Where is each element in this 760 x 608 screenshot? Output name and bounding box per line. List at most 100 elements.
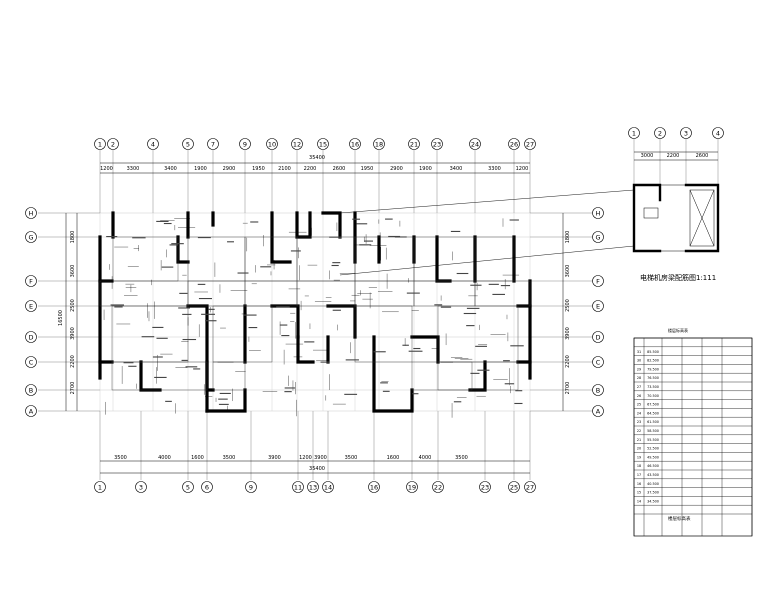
right-dim-label: 2700 <box>565 382 571 395</box>
rebar-label-mark <box>373 351 386 353</box>
table-floor-cell: 29 <box>637 367 641 371</box>
table-elevation-cell: 85.500 <box>647 350 659 354</box>
left-dim-label: 3900 <box>70 327 76 340</box>
room-outline <box>413 236 476 282</box>
top-dim-label: 3400 <box>164 166 177 172</box>
detail-axis-label: 3 <box>684 129 688 137</box>
room-outline <box>99 280 189 307</box>
bottom-axis-label: 16 <box>370 483 378 491</box>
rebar-label-mark <box>440 306 452 308</box>
top-axis-circle <box>291 138 303 150</box>
bottom-axis-circle <box>524 481 536 493</box>
top-axis-circle <box>147 138 159 150</box>
bottom-axis-circle <box>94 481 106 493</box>
top-axis-label: 16 <box>351 140 359 148</box>
bottom-axis-label: 11 <box>294 483 302 491</box>
top-axis-circle <box>431 138 443 150</box>
rebar-label-mark <box>197 283 206 285</box>
rebar-label-mark <box>182 338 197 341</box>
rebar-label-mark <box>466 307 480 309</box>
top-axis-circle <box>408 138 420 150</box>
detail-title: 电梯机房梁配筋图1:111 <box>640 273 716 282</box>
row-axis-left-circle <box>25 384 37 396</box>
rebar-label-mark <box>515 390 523 392</box>
rebar-label-mark <box>123 362 134 364</box>
table-floor-cell: 18 <box>637 464 641 468</box>
rebar-label-mark <box>128 365 137 367</box>
detail-shaft <box>689 189 715 247</box>
room-outline <box>187 280 246 307</box>
bottom-axis-label: 1 <box>98 483 102 491</box>
bottom-axis-circle <box>245 481 257 493</box>
top-dim-label: 3300 <box>127 166 140 172</box>
top-dim-label: 2900 <box>390 166 403 172</box>
rebar-label-mark <box>332 309 341 311</box>
bottom-axis-circle <box>508 481 520 493</box>
rebar-label-mark <box>110 304 124 306</box>
rebar-label-mark <box>219 392 231 394</box>
row-axis-right-label: G <box>595 233 600 241</box>
table-elevation-cell: 55.500 <box>647 438 659 442</box>
rebar-label-mark <box>434 304 443 306</box>
top-axis-circle <box>349 138 361 150</box>
row-axis-left-circle <box>25 275 37 287</box>
room-outline <box>187 236 246 282</box>
left-total-dim: 16500 <box>58 310 64 326</box>
left-dim-label: 2500 <box>70 299 76 312</box>
row-axis-right-circle <box>592 275 604 287</box>
bottom-axis-label: 23 <box>481 483 489 491</box>
detail-shaft-cross <box>689 189 715 247</box>
wall-segment <box>468 360 487 392</box>
rebar-label-mark <box>364 240 373 242</box>
row-axis-right-label: E <box>596 302 600 310</box>
wall-segment <box>295 211 312 239</box>
row-axis-left-label: G <box>28 233 33 241</box>
room-outline <box>437 361 519 391</box>
top-axis-label: 18 <box>375 140 383 148</box>
rebar-label-mark <box>450 230 461 233</box>
rebar-label-mark <box>514 402 523 405</box>
table-floor-cell: 17 <box>637 473 641 477</box>
bottom-axis-circle <box>292 481 304 493</box>
row-axis-left-label: B <box>29 386 33 394</box>
rebar-label-mark <box>169 244 178 246</box>
row-axis-right-circle <box>592 356 604 368</box>
rebar-label-mark <box>281 335 290 337</box>
overall-dim-top: 35400 <box>309 155 325 161</box>
table-floor-cell: 24 <box>637 411 641 415</box>
rebar-label-mark <box>178 307 191 309</box>
right-dim-label: 1800 <box>565 231 571 244</box>
row-axis-left-label: E <box>29 302 33 310</box>
rebar-label-mark <box>510 345 524 347</box>
rebar-label-mark <box>345 359 359 361</box>
table-elevation-cell: 61.500 <box>647 420 659 424</box>
rebar-label-mark <box>152 326 164 328</box>
room-outline <box>411 361 473 391</box>
rebar-label-mark <box>284 391 292 393</box>
bottom-axis-circle <box>479 481 491 493</box>
top-axis-label: 27 <box>526 140 534 148</box>
bottom-axis-circle <box>322 481 334 493</box>
rebar-label-mark <box>304 341 315 343</box>
wall-segment <box>326 304 357 339</box>
top-dim-label: 2900 <box>223 166 236 172</box>
top-dim-label: 1900 <box>419 166 432 172</box>
row-axis-left-circle <box>25 207 37 219</box>
rebar-label-mark <box>331 264 339 267</box>
top-dim-label: 2600 <box>333 166 346 172</box>
top-dim-label: 2200 <box>304 166 317 172</box>
room-outline <box>413 280 476 307</box>
top-axis-label: 5 <box>186 140 190 148</box>
table-elevation-cell: 49.500 <box>647 455 659 459</box>
bottom-dim-label: 3900 <box>314 455 327 461</box>
bottom-dim-label: 3900 <box>268 455 281 461</box>
bottom-axis-label: 6 <box>205 483 209 491</box>
row-axis-left-label: A <box>29 407 34 415</box>
detail-axis-label: 1 <box>632 129 636 137</box>
row-axis-right-label: H <box>596 209 601 217</box>
rebar-label-mark <box>205 320 217 322</box>
table-floor-cell: 27 <box>637 385 641 389</box>
